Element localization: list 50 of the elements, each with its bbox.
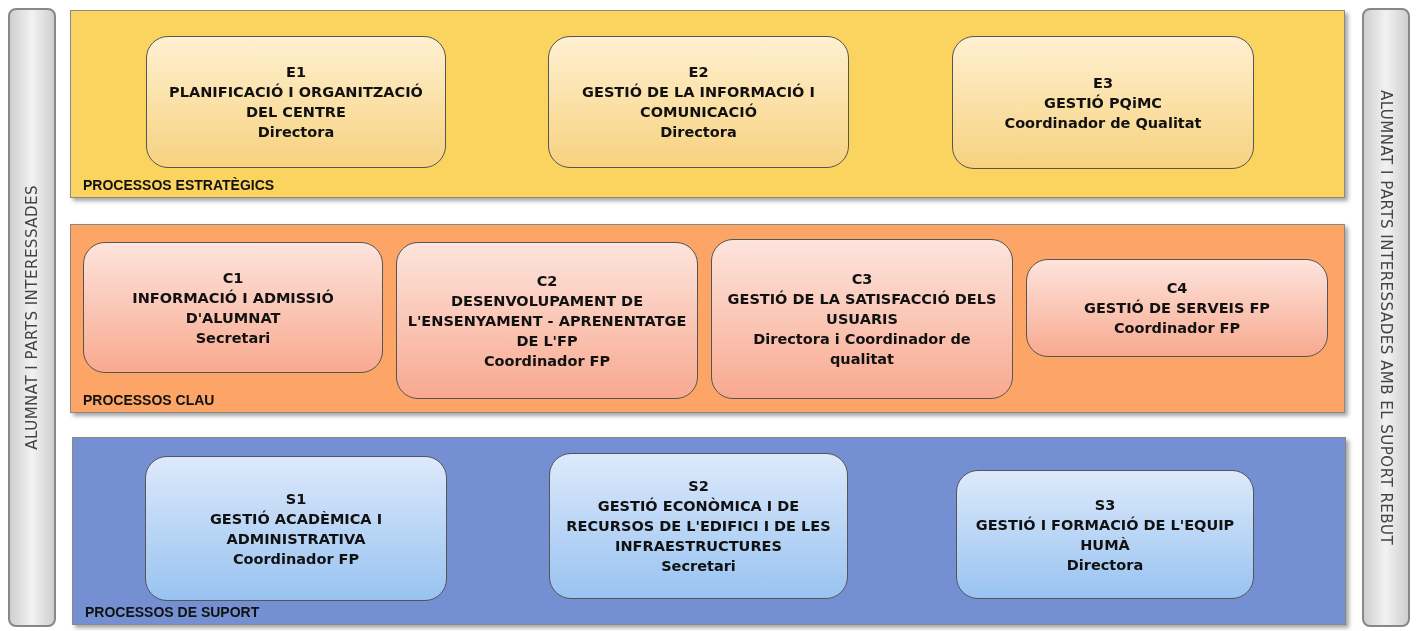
process-owner: Directora bbox=[1066, 555, 1144, 575]
process-code: C1 bbox=[222, 268, 244, 288]
process-band bbox=[70, 224, 1345, 413]
process-code: C2 bbox=[536, 271, 558, 291]
process-owner: Directora i Coordinador de qualitat bbox=[752, 330, 972, 369]
process-title: INFORMACIÓ I ADMISSIÓ D'ALUMNAT bbox=[131, 288, 335, 328]
process-box bbox=[956, 470, 1254, 599]
side-label: ALUMNAT I PARTS INTERESSADES bbox=[23, 185, 41, 450]
process-title: GESTIÓ PQiMC bbox=[1044, 93, 1162, 113]
process-code: S1 bbox=[285, 489, 307, 509]
process-owner: Secretari bbox=[661, 557, 736, 576]
process-code: S2 bbox=[688, 477, 709, 496]
process-title: GESTIÓ ACADÈMICA I ADMINISTRATIVA bbox=[208, 509, 384, 549]
process-code: C3 bbox=[851, 270, 873, 289]
band-title: PROCESSOS CLAU bbox=[83, 392, 215, 408]
process-owner: Coordinador FP bbox=[232, 549, 360, 569]
side-label: ALUMNAT I PARTS INTERESSADES AMB EL SUPORT REBUT bbox=[1377, 89, 1395, 546]
process-title: PLANIFICACIÓ I ORGANITZACIÓ DEL CENTRE bbox=[168, 82, 424, 122]
process-owner: Coordinador FP bbox=[483, 351, 611, 371]
band-title: PROCESSOS ESTRATÈGICS bbox=[83, 177, 275, 193]
process-box bbox=[145, 456, 447, 601]
process-box bbox=[146, 36, 446, 168]
process-title: GESTIÓ I FORMACIÓ DE L'EQUIP HUMÀ bbox=[974, 515, 1236, 555]
side-bar bbox=[1362, 8, 1410, 627]
process-box bbox=[548, 36, 849, 168]
process-band bbox=[72, 437, 1346, 625]
process-title: GESTIÓ ECONÒMICA I DE RECURSOS DE L'EDIFICI I DE LES INFRAESTRUCTURES bbox=[565, 496, 832, 556]
process-code: C4 bbox=[1166, 279, 1188, 298]
process-owner: Coordinador FP bbox=[1113, 319, 1241, 338]
process-owner: Secretari bbox=[195, 328, 271, 348]
process-title: GESTIÓ DE LA SATISFACCIÓ DELS USUARIS bbox=[726, 289, 998, 329]
process-owner: Coordinador de Qualitat bbox=[1004, 113, 1202, 133]
process-band bbox=[70, 10, 1345, 198]
process-code: S3 bbox=[1094, 495, 1116, 515]
process-box bbox=[711, 239, 1013, 399]
process-box bbox=[83, 242, 383, 373]
band-title: PROCESSOS DE SUPORT bbox=[85, 604, 260, 620]
process-box bbox=[396, 242, 698, 399]
process-title: GESTIÓ DE SERVEIS FP bbox=[1084, 298, 1270, 318]
process-owner: Directora bbox=[257, 123, 335, 142]
process-code: E3 bbox=[1093, 73, 1113, 93]
side-bar bbox=[8, 8, 56, 627]
process-title: DESENVOLUPAMENT DE L'ENSENYAMENT - APRENENTATGE DE L'FP bbox=[407, 291, 687, 351]
process-owner: Directora bbox=[660, 123, 737, 142]
process-code: E2 bbox=[688, 63, 709, 82]
process-title: GESTIÓ DE LA INFORMACIÓ I COMUNICACIÓ bbox=[581, 82, 816, 122]
process-box bbox=[1026, 259, 1328, 357]
process-box bbox=[952, 36, 1254, 169]
process-box bbox=[549, 453, 848, 599]
process-code: E1 bbox=[286, 63, 306, 82]
